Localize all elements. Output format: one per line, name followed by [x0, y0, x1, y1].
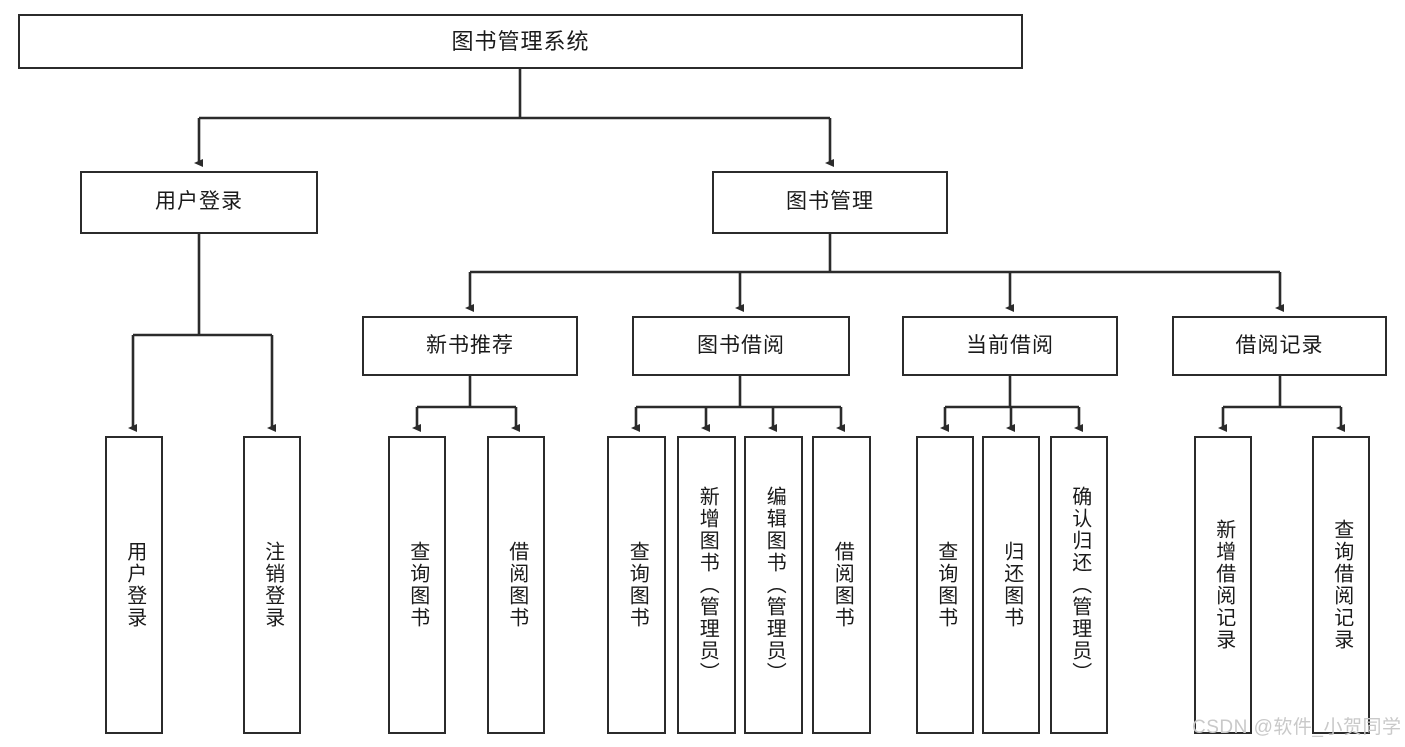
- leaf-node[interactable]: 归还图书: [982, 436, 1040, 734]
- leaf-node[interactable]: 借阅图书: [812, 436, 871, 734]
- node-label: 用户登录: [155, 190, 243, 214]
- node-level2-borrow-record[interactable]: 借阅记录: [1172, 316, 1387, 376]
- leaf-node[interactable]: 新增图书（管理员）: [677, 436, 736, 734]
- node-label: 编辑图书（管理员）: [763, 486, 786, 684]
- node-level2-current-borrow[interactable]: 当前借阅: [902, 316, 1118, 376]
- leaf-node[interactable]: 新增借阅记录: [1194, 436, 1252, 734]
- node-label: 新增借阅记录: [1212, 519, 1235, 651]
- node-level1-book-management[interactable]: 图书管理: [712, 171, 948, 234]
- node-label: 查询图书: [406, 541, 429, 629]
- node-label: 查询图书: [626, 541, 649, 629]
- node-label: 当前借阅: [966, 333, 1054, 357]
- node-level2-new-book-recommend[interactable]: 新书推荐: [362, 316, 578, 376]
- leaf-node[interactable]: 注销登录: [243, 436, 301, 734]
- leaf-node[interactable]: 查询图书: [607, 436, 666, 734]
- node-label: 图书借阅: [697, 333, 785, 357]
- node-label: 查询图书: [934, 541, 957, 629]
- leaf-node[interactable]: 查询借阅记录: [1312, 436, 1370, 734]
- node-label: 归还图书: [1000, 541, 1023, 629]
- node-level2-book-borrow[interactable]: 图书借阅: [632, 316, 850, 376]
- node-label: 借阅图书: [505, 541, 528, 629]
- leaf-node[interactable]: 查询图书: [916, 436, 974, 734]
- node-label: 用户登录: [123, 541, 146, 629]
- leaf-node[interactable]: 编辑图书（管理员）: [744, 436, 803, 734]
- node-label: 图书管理系统: [451, 28, 590, 54]
- csdn-watermark: CSDN @软件_小贺同学: [1192, 717, 1402, 738]
- leaf-node[interactable]: 用户登录: [105, 436, 163, 734]
- leaf-node[interactable]: 查询图书: [388, 436, 446, 734]
- node-label: 借阅记录: [1235, 333, 1324, 357]
- node-label: 注销登录: [261, 541, 284, 629]
- node-label: 借阅图书: [831, 541, 854, 629]
- node-level1-user-login[interactable]: 用户登录: [80, 171, 318, 234]
- node-label: 新书推荐: [426, 333, 514, 357]
- leaf-node[interactable]: 确认归还（管理员）: [1050, 436, 1108, 734]
- node-label: 确认归还（管理员）: [1068, 486, 1091, 684]
- node-label: 查询借阅记录: [1330, 519, 1353, 651]
- node-root[interactable]: 图书管理系统: [18, 14, 1023, 69]
- node-label: 新增图书（管理员）: [696, 486, 719, 684]
- leaf-node[interactable]: 借阅图书: [487, 436, 545, 734]
- node-label: 图书管理: [786, 190, 874, 214]
